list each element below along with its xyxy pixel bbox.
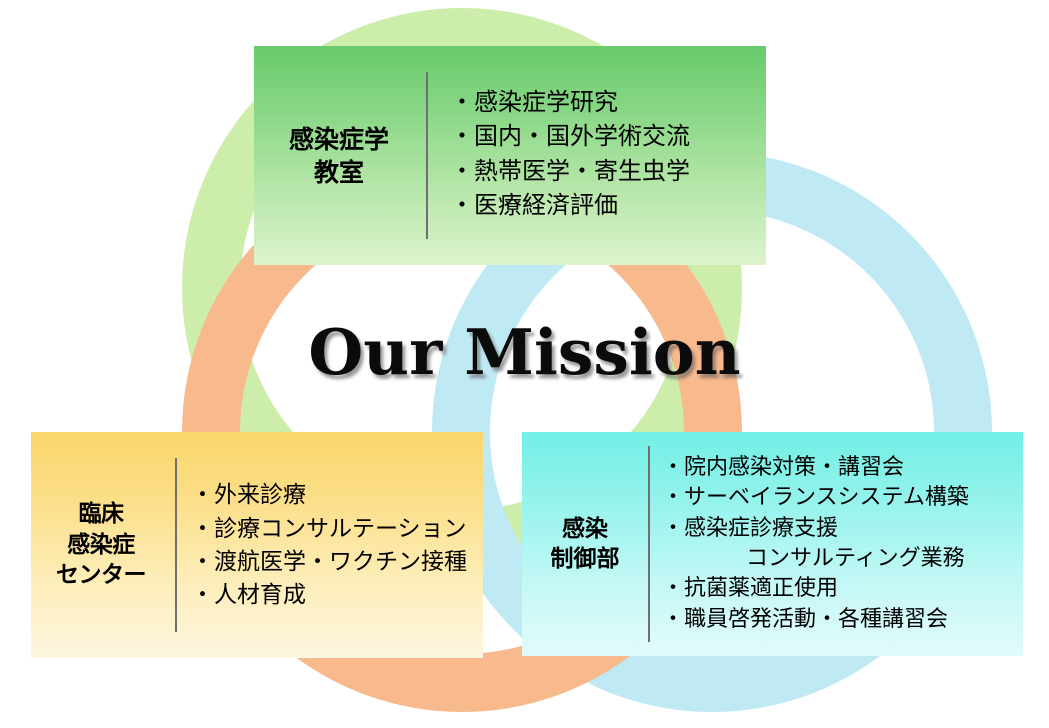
panel-cyan-list: ・院内感染対策・講習会 ・サーベイランスシステム構築 ・感染症診療支援 コンサル…	[650, 453, 1023, 635]
list-item: ・職員啓発活動・各種講習会	[662, 606, 949, 632]
list-item: ・外来診療	[191, 482, 306, 509]
panel-cyan-title: 感染 制御部	[550, 515, 620, 572]
list-item: ・熱帯医学・寄生虫学	[450, 156, 690, 185]
list-item: ・サーベイランスシステム構築	[662, 485, 969, 511]
panel-infection-control-division: 感染 制御部 ・院内感染対策・講習会 ・サーベイランスシステム構築 ・感染症診療…	[522, 432, 1023, 656]
panel-yellow-list: ・外来診療 ・診療コンサルテーション ・渡航医学・ワクチン接種 ・人材育成	[177, 479, 483, 612]
panel-green-list: ・感染症学研究 ・国内・国外学術交流 ・熱帯医学・寄生虫学 ・医療経済評価	[428, 85, 766, 221]
list-item: ・国内・国外学術交流	[450, 122, 690, 151]
panel-cyan-divider	[648, 446, 650, 642]
list-item: ・人材育成	[191, 582, 306, 609]
list-item: ・診療コンサルテーション	[191, 515, 467, 542]
panel-yellow-title: 臨床 感染症 センター	[56, 501, 147, 589]
panel-green-title: 感染症学 教室	[288, 124, 389, 187]
list-item: ・院内感染対策・講習会	[662, 454, 905, 480]
list-item: ・感染症学研究	[450, 88, 618, 117]
list-item: ・感染症診療支援	[662, 515, 839, 541]
panel-clinical-infectious-disease-center: 臨床 感染症 センター ・外来診療 ・診療コンサルテーション ・渡航医学・ワクチ…	[31, 432, 483, 658]
list-item: ・医療経済評価	[450, 190, 618, 219]
panel-green-divider	[426, 72, 428, 239]
page-title: Our Mission	[308, 315, 741, 389]
panel-infectious-diseases-department: 感染症学 教室 ・感染症学研究 ・国内・国外学術交流 ・熱帯医学・寄生虫学 ・医…	[254, 46, 766, 265]
list-item: ・抗菌薬適正使用	[662, 576, 839, 602]
list-item: コンサルティング業務	[746, 546, 965, 571]
list-item: ・渡航医学・ワクチン接種	[191, 549, 467, 575]
panel-yellow-divider	[175, 458, 177, 632]
